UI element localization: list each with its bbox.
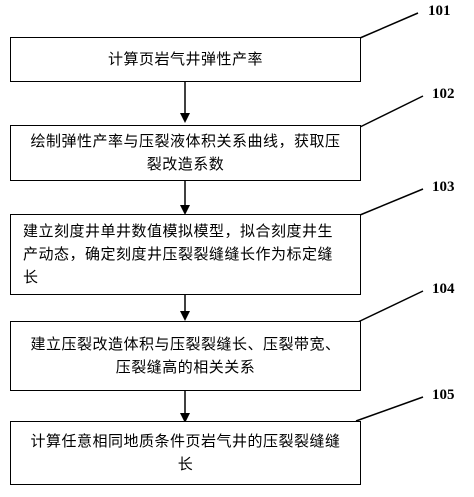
step-box-102: 绘制弹性产率与压裂液体积关系曲线，获取压裂改造系数	[10, 125, 361, 181]
leader-line-102	[359, 95, 424, 128]
leader-line-103	[359, 188, 424, 216]
step-number-101: 101	[428, 3, 451, 19]
step-number-102: 102	[432, 86, 455, 102]
leader-line-101	[359, 12, 419, 39]
step-box-103: 建立刻度井单井数值模拟模型，拟合刻度井生产动态，确定刻度井压裂裂缝缝长作为标定缝…	[10, 214, 361, 295]
step-text-101: 计算页岩气井弹性产率	[107, 50, 263, 68]
step-text-103: 建立刻度井单井数值模拟模型，拟合刻度井生产动态，确定刻度井压裂裂缝缝长作为标定缝…	[23, 222, 334, 286]
step-box-104: 建立压裂改造体积与压裂裂缝长、压裂带宽、压裂缝高的相关关系	[10, 321, 361, 391]
step-box-105: 计算任意相同地质条件页岩气井的压裂裂缝缝长	[10, 421, 361, 485]
leader-line-104	[357, 290, 424, 323]
step-text-105: 计算任意相同地质条件页岩气井的压裂裂缝缝长	[30, 432, 341, 473]
step-number-103: 103	[432, 179, 455, 195]
leader-line-105	[355, 396, 424, 422]
step-number-105: 105	[432, 387, 455, 403]
step-text-104: 建立压裂改造体积与压裂裂缝长、压裂带宽、压裂缝高的相关关系	[30, 335, 341, 376]
step-number-104: 104	[432, 281, 455, 297]
step-text-102: 绘制弹性产率与压裂液体积关系曲线，获取压裂改造系数	[30, 132, 341, 173]
step-box-101: 计算页岩气井弹性产率	[10, 37, 361, 82]
